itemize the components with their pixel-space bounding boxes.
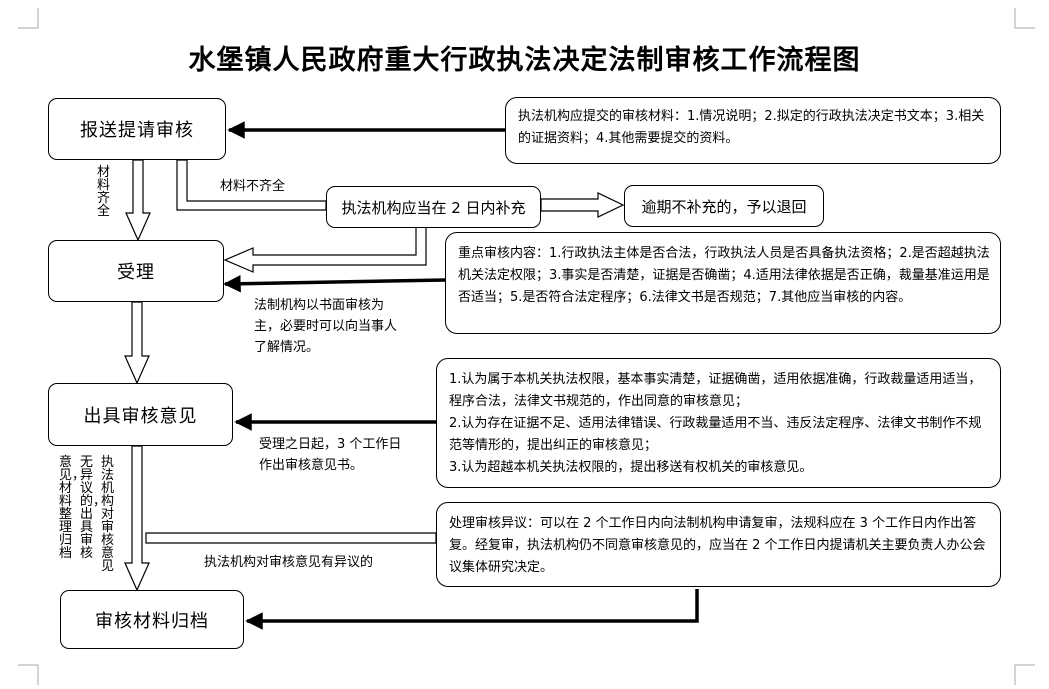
objection-note: 处理审核异议：可以在 2 个工作日内向法制机构申请复审，法规科应在 3 个工作日… [436,502,1001,587]
label-no-objection-col-c: 意见，材料整理归档 [59,455,86,561]
hollow-arrow-return-to-accept [223,226,427,273]
step-accept-box: 受理 [48,240,224,302]
opinion-item: 1.认为属于本机关执法权限，基本事实清楚，证据确凿，适用依据准确，行政裁量适用适… [449,372,982,409]
crop-mark-top-left [18,8,39,29]
label-materials-complete: 材料齐全 [97,165,111,219]
review-note: 重点审核内容：1.行政执法主体是否合法，行政执法人员是否具备执法资格；2.是否超… [445,232,1001,334]
hollow-arrow-submit-to-accept [125,159,151,242]
step-opinion-box: 出具审核意见 [48,383,233,446]
label-has-objection: 执法机构对审核意见有异议的 [204,555,374,570]
supplement-box: 执法机构应当在 2 日内补充 [326,186,541,228]
label-written-review: 法制机构以书面审核为主，必要时可以向当事人了解情况。 [254,298,398,355]
page-title: 水堡镇人民政府重大行政执法决定法制审核工作流程图 [188,45,861,76]
hollow-arrow-accept-to-opinion [124,301,150,385]
label-no-objection-col-a: 执法机构对审核意见 [101,455,115,574]
overdue-box: 逾期不补充的，予以退回 [624,185,824,227]
crop-mark-bottom-right [1014,664,1035,685]
opinion-item: 3.认为超越本机关执法权限的，提出移送有权机关的审核意见。 [449,460,813,475]
label-deadline: 受理之日起，3 个工作日作出审核意见书。 [259,437,402,473]
label-no-objection-col-b: 无异议的，出具审核 [80,455,107,561]
crop-mark-bottom-left [18,664,39,685]
crop-mark-top-right [1014,8,1035,29]
arrow-review-to-accept [223,274,446,293]
hollow-arrow-opinion-to-archive [124,445,150,592]
hollow-arrow-to-overdue [540,192,625,218]
hollow-bar-objection [145,532,437,544]
opinions-note: 1.认为属于本机关执法权限，基本事实清楚，证据确凿，适用依据准确，行政裁量适用适… [436,358,1001,488]
step-archive-box: 审核材料归档 [60,590,244,649]
step-submit-box: 报送提请审核 [48,98,226,160]
label-materials-incomplete: 材料不齐全 [220,179,286,194]
arrow-objection-to-archive [245,589,699,630]
materials-note: 执法机构应提交的审核材料：1.情况说明；2.拟定的行政执法决定书文本；3.相关的… [505,97,1001,164]
opinion-item: 2.认为存在证据不足、适用法律错误、行政裁量适用不当、违反法定程序、法律文书制作… [449,416,982,453]
